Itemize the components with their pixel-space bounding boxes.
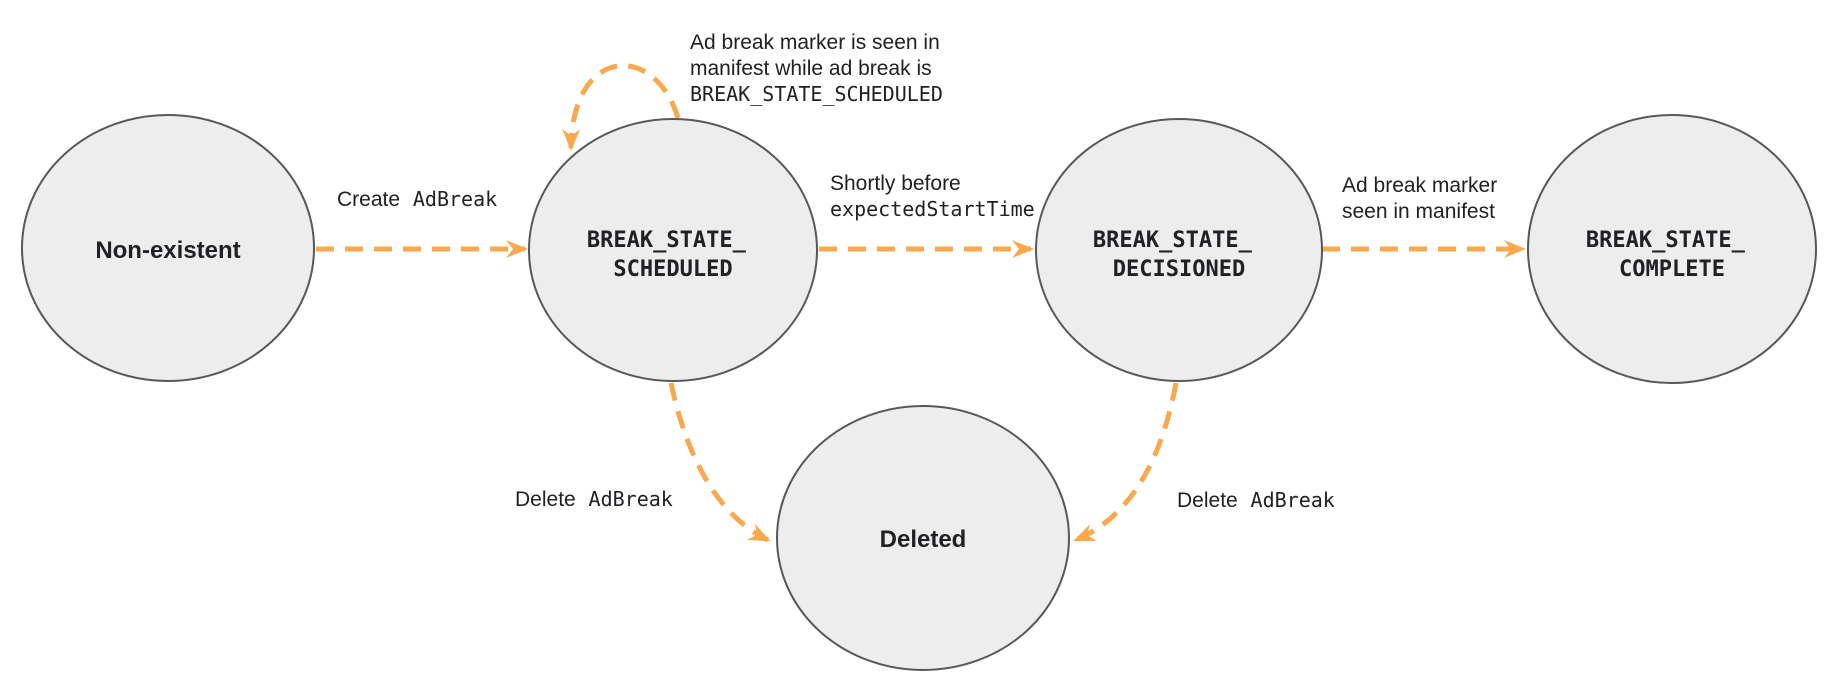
edge-label-text: Delete	[515, 488, 576, 511]
edge-label-text: Delete	[1177, 489, 1238, 512]
state-label-line: BREAK_STATE_	[1586, 228, 1746, 253]
state-label-non-existent: Non-existent	[95, 237, 240, 264]
state-label-break-state-scheduled: BREAK_STATE_ SCHEDULED	[587, 228, 759, 282]
state-label-line: BREAK_STATE_	[1093, 228, 1253, 253]
state-node-break-state-scheduled	[528, 118, 818, 382]
state-label-line: BREAK_STATE_	[587, 228, 747, 253]
state-node-break-state-complete	[1527, 114, 1817, 384]
edge-label-code: BREAK_STATE_SCHEDULED	[690, 82, 943, 106]
edge-label-text: seen in manifest	[1342, 200, 1495, 223]
edge-label-code: AdBreak	[1251, 488, 1335, 512]
edge-label-self-loop: Ad break marker is seen in manifest whil…	[690, 31, 946, 106]
state-node-break-state-decisioned	[1035, 118, 1323, 382]
state-label-deleted: Deleted	[880, 526, 967, 553]
edge-label-shortly-before: Shortly before expectedStartTime	[830, 172, 1035, 221]
state-label-line: DECISIONED	[1113, 257, 1245, 282]
edge-delete-from-scheduled	[668, 382, 771, 543]
edge-label-create-adbreak: Create AdBreak	[337, 187, 497, 211]
state-node-deleted	[776, 405, 1070, 671]
state-label-break-state-decisioned: BREAK_STATE_ DECISIONED	[1093, 228, 1265, 282]
edge-label-text: Ad break marker	[1342, 174, 1497, 197]
state-node-non-existent	[21, 114, 315, 382]
state-label-line: SCHEDULED	[613, 257, 732, 282]
edge-label-text: Shortly before	[830, 172, 961, 195]
edge-delete-from-decisioned	[1073, 382, 1179, 543]
edge-label-marker-seen: Ad break marker seen in manifest	[1342, 174, 1503, 223]
state-label-break-state-complete: BREAK_STATE_ COMPLETE	[1586, 228, 1758, 282]
edge-label-text: manifest while ad break is	[690, 57, 932, 80]
edge-self-loop-marker-seen	[562, 63, 681, 151]
edge-label-code: expectedStartTime	[830, 197, 1035, 221]
state-label-line: COMPLETE	[1619, 257, 1725, 282]
edge-label-delete-from-decisioned: Delete AdBreak	[1177, 488, 1335, 512]
edge-label-code: AdBreak	[589, 487, 673, 511]
edge-label-text: Create	[337, 188, 400, 211]
edge-label-text: Ad break marker is seen in	[690, 31, 940, 54]
edge-label-delete-from-scheduled: Delete AdBreak	[515, 487, 673, 511]
edge-label-code: AdBreak	[413, 187, 497, 211]
